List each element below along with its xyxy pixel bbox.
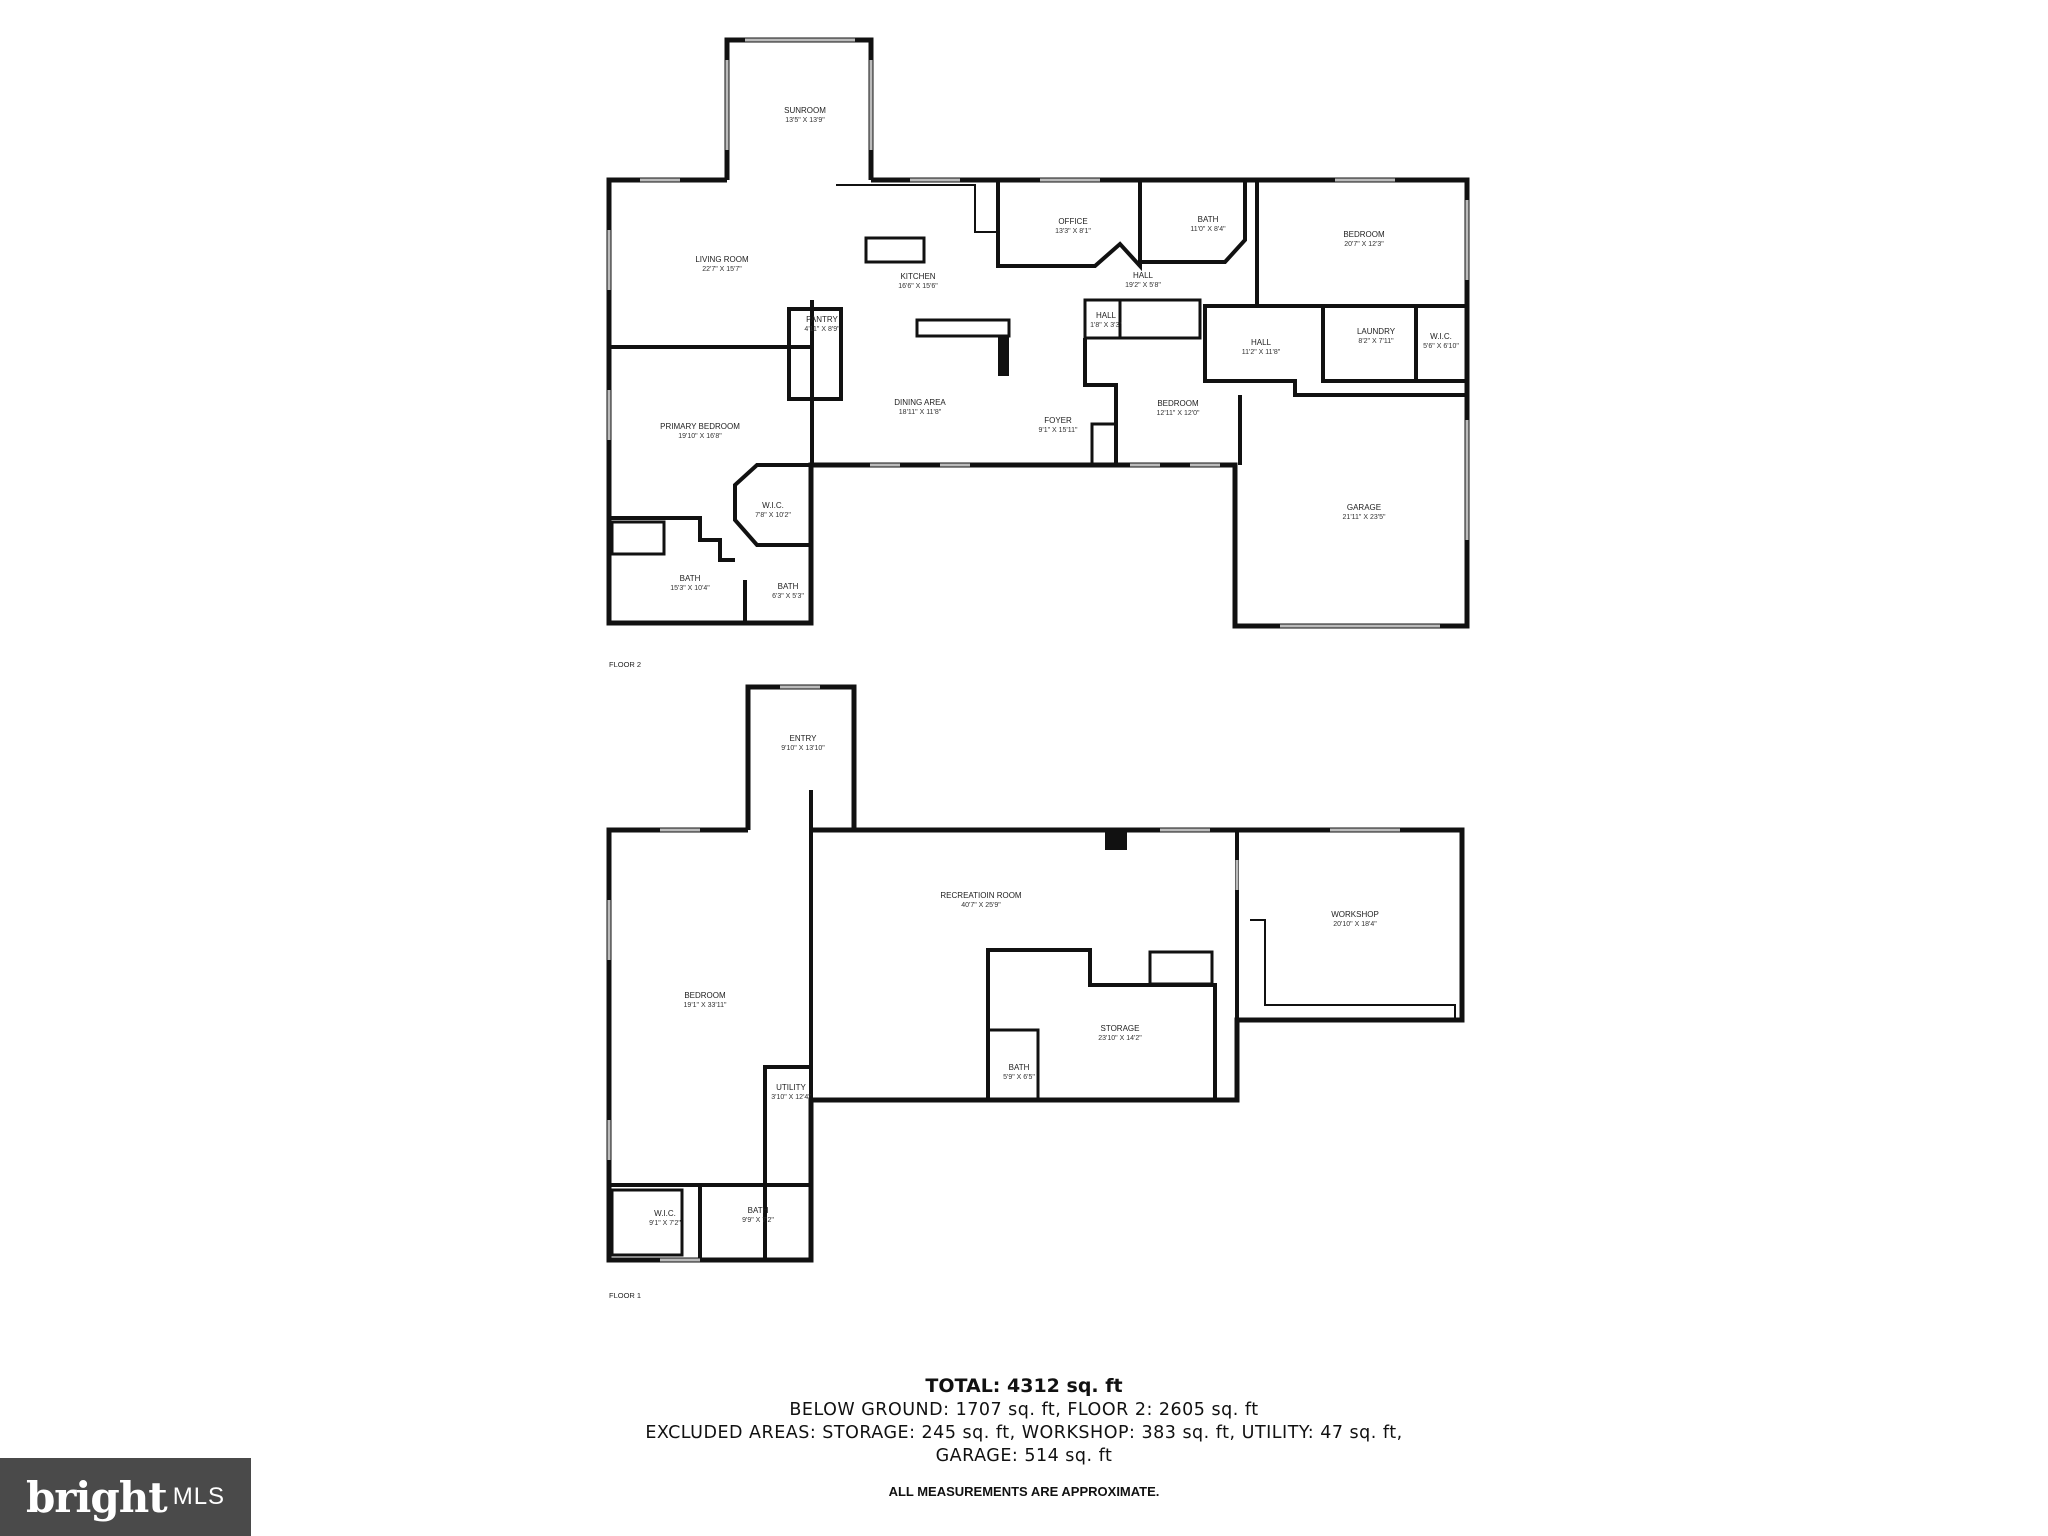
room-name: BEDROOM	[684, 991, 726, 1000]
room-dim: 13'3" X 8'1"	[1055, 228, 1091, 235]
excluded-areas-line: EXCLUDED AREAS: STORAGE: 245 sq. ft, WOR…	[645, 1423, 1403, 1443]
floor1-outer-wall	[606, 827, 1465, 1263]
stair	[1118, 298, 1202, 340]
bath-primary-wall	[609, 516, 735, 562]
closet	[1090, 422, 1118, 467]
room-dim: 6'3" X 5'3"	[772, 593, 804, 600]
floor2-plan	[606, 37, 1470, 629]
room-dim: 3'10" X 12'4"	[771, 1094, 811, 1101]
room-name: BEDROOM	[1157, 399, 1199, 408]
fireplace	[998, 336, 1009, 376]
room-name: HALL	[1133, 271, 1154, 280]
room-name: RECREATIOIN ROOM	[940, 891, 1022, 900]
bedroom-mid-wall	[1083, 338, 1118, 465]
wic-primary-wall	[733, 463, 812, 547]
room-name: LAUNDRY	[1357, 327, 1396, 336]
floor2-label: FLOOR 2	[609, 660, 641, 669]
bath-mid-wall	[986, 1028, 1040, 1102]
room-name: BATH	[1198, 215, 1219, 224]
room-name: BEDROOM	[1343, 230, 1385, 239]
area-breakdown-line: BELOW GROUND: 1707 sq. ft, FLOOR 2: 2605…	[789, 1400, 1259, 1420]
room-dim: 19'10" X 16'8"	[678, 433, 722, 440]
room-name: LIVING ROOM	[695, 255, 749, 264]
room-dim: 23'10" X 14'2"	[1098, 1035, 1142, 1042]
floor1-label: FLOOR 1	[609, 1291, 641, 1300]
room-name: HALL	[1251, 338, 1272, 347]
chimney	[1105, 830, 1127, 850]
wic-wall	[609, 1183, 767, 1260]
stair	[1148, 950, 1214, 986]
room-name: GARAGE	[1347, 503, 1381, 512]
room-dim: 5'9" X 6'5"	[1003, 1074, 1035, 1081]
logo-wordmark: bright	[25, 1472, 168, 1522]
room-name: HALL	[1096, 311, 1117, 320]
entry-wall	[745, 684, 857, 830]
utility-wall	[763, 1065, 811, 1187]
wic-closet	[610, 1188, 684, 1257]
room-name: SUNROOM	[784, 106, 826, 115]
total-area: TOTAL: 4312 sq. ft	[925, 1375, 1123, 1397]
storage-wall	[986, 948, 1217, 1100]
logo-mls: MLS	[172, 1483, 226, 1510]
room-name: PANTRY	[806, 315, 838, 324]
pantry-wall	[787, 307, 843, 401]
room-dim: 9'9" X 7'2"	[742, 1217, 774, 1224]
room-name: UTILITY	[776, 1083, 806, 1092]
room-dim: 9'10" X 13'10"	[781, 745, 825, 752]
room-dim: 9'1" X 7'2"	[649, 1220, 681, 1227]
room-name: PRIMARY BEDROOM	[660, 422, 740, 431]
room-dim: 4'11" X 8'9"	[804, 326, 840, 333]
room-name: W.I.C.	[1430, 332, 1452, 341]
room-dim: 13'5" X 13'9"	[785, 117, 825, 124]
shower	[610, 520, 666, 556]
room-dim: 15'3" X 10'4"	[670, 585, 710, 592]
kitchen-counter	[836, 184, 998, 233]
room-dim: 5'6" X 6'10"	[1423, 343, 1459, 350]
room-name: BATH	[778, 582, 799, 591]
room-dim: 20'10" X 18'4"	[1333, 921, 1377, 928]
room-dim: 7'8" X 10'2"	[755, 512, 791, 519]
room-dim: 12'11" X 12'0"	[1157, 410, 1200, 417]
room-name: WORKSHOP	[1331, 910, 1379, 919]
room-name: BATH	[748, 1206, 769, 1215]
room-name: BATH	[680, 574, 701, 583]
room-dim: 11'2" X 11'8"	[1242, 349, 1281, 356]
room-dim: 40'7" X 25'9"	[961, 902, 1001, 909]
room-name: BATH	[1009, 1063, 1030, 1072]
room-dim: 18'11" X 11'8"	[899, 409, 942, 416]
hall-small-wall	[1083, 298, 1122, 340]
room-dim: 19'2" X 5'8"	[1125, 282, 1161, 289]
hall-e-wall	[1203, 304, 1467, 397]
kitchen-island	[864, 236, 926, 264]
room-dim: 22'7" X 15'7"	[702, 266, 742, 273]
room-name: ENTRY	[790, 734, 818, 743]
bath-up-wall	[1138, 180, 1247, 264]
room-dim: 16'6" X 15'6"	[898, 283, 938, 290]
disclaimer: ALL MEASUREMENTS ARE APPROXIMATE.	[888, 1484, 1160, 1499]
room-name: FOYER	[1044, 416, 1072, 425]
room-dim: 21'11" X 23'5"	[1343, 514, 1386, 521]
room-dim: 11'0" X 8'4"	[1190, 226, 1226, 233]
room-dim: 8'2" X 7'11"	[1358, 338, 1394, 345]
garage-area-line: GARAGE: 514 sq. ft	[935, 1446, 1113, 1466]
room-name: KITCHEN	[900, 272, 935, 281]
room-name: W.I.C.	[762, 501, 784, 510]
room-name: W.I.C.	[654, 1209, 676, 1218]
room-name: OFFICE	[1058, 217, 1087, 226]
wic-ne-wall	[1414, 304, 1469, 383]
floor2-labels: SUNROOM 13'5" X 13'9" LIVING ROOM 22'7" …	[660, 106, 1459, 600]
room-dim: 9'1" X 15'11"	[1038, 427, 1078, 434]
room-name: DINING AREA	[894, 398, 946, 407]
floor2-outer-wall	[606, 177, 1470, 629]
room-dim: 1'8" X 3'3"	[1090, 322, 1122, 329]
kitchen-counter	[915, 318, 1011, 338]
room-dim: 19'1" X 33'11"	[684, 1002, 727, 1009]
floor1-plan	[606, 684, 1465, 1263]
room-name: STORAGE	[1101, 1024, 1140, 1033]
floor1-labels: ENTRY 9'10" X 13'10" RECREATIOIN ROOM 40…	[649, 734, 1379, 1227]
bright-mls-logo: bright MLS	[0, 1458, 251, 1536]
room-dim: 20'7" X 12'3"	[1344, 241, 1384, 248]
workshop-bench	[1250, 919, 1456, 1020]
